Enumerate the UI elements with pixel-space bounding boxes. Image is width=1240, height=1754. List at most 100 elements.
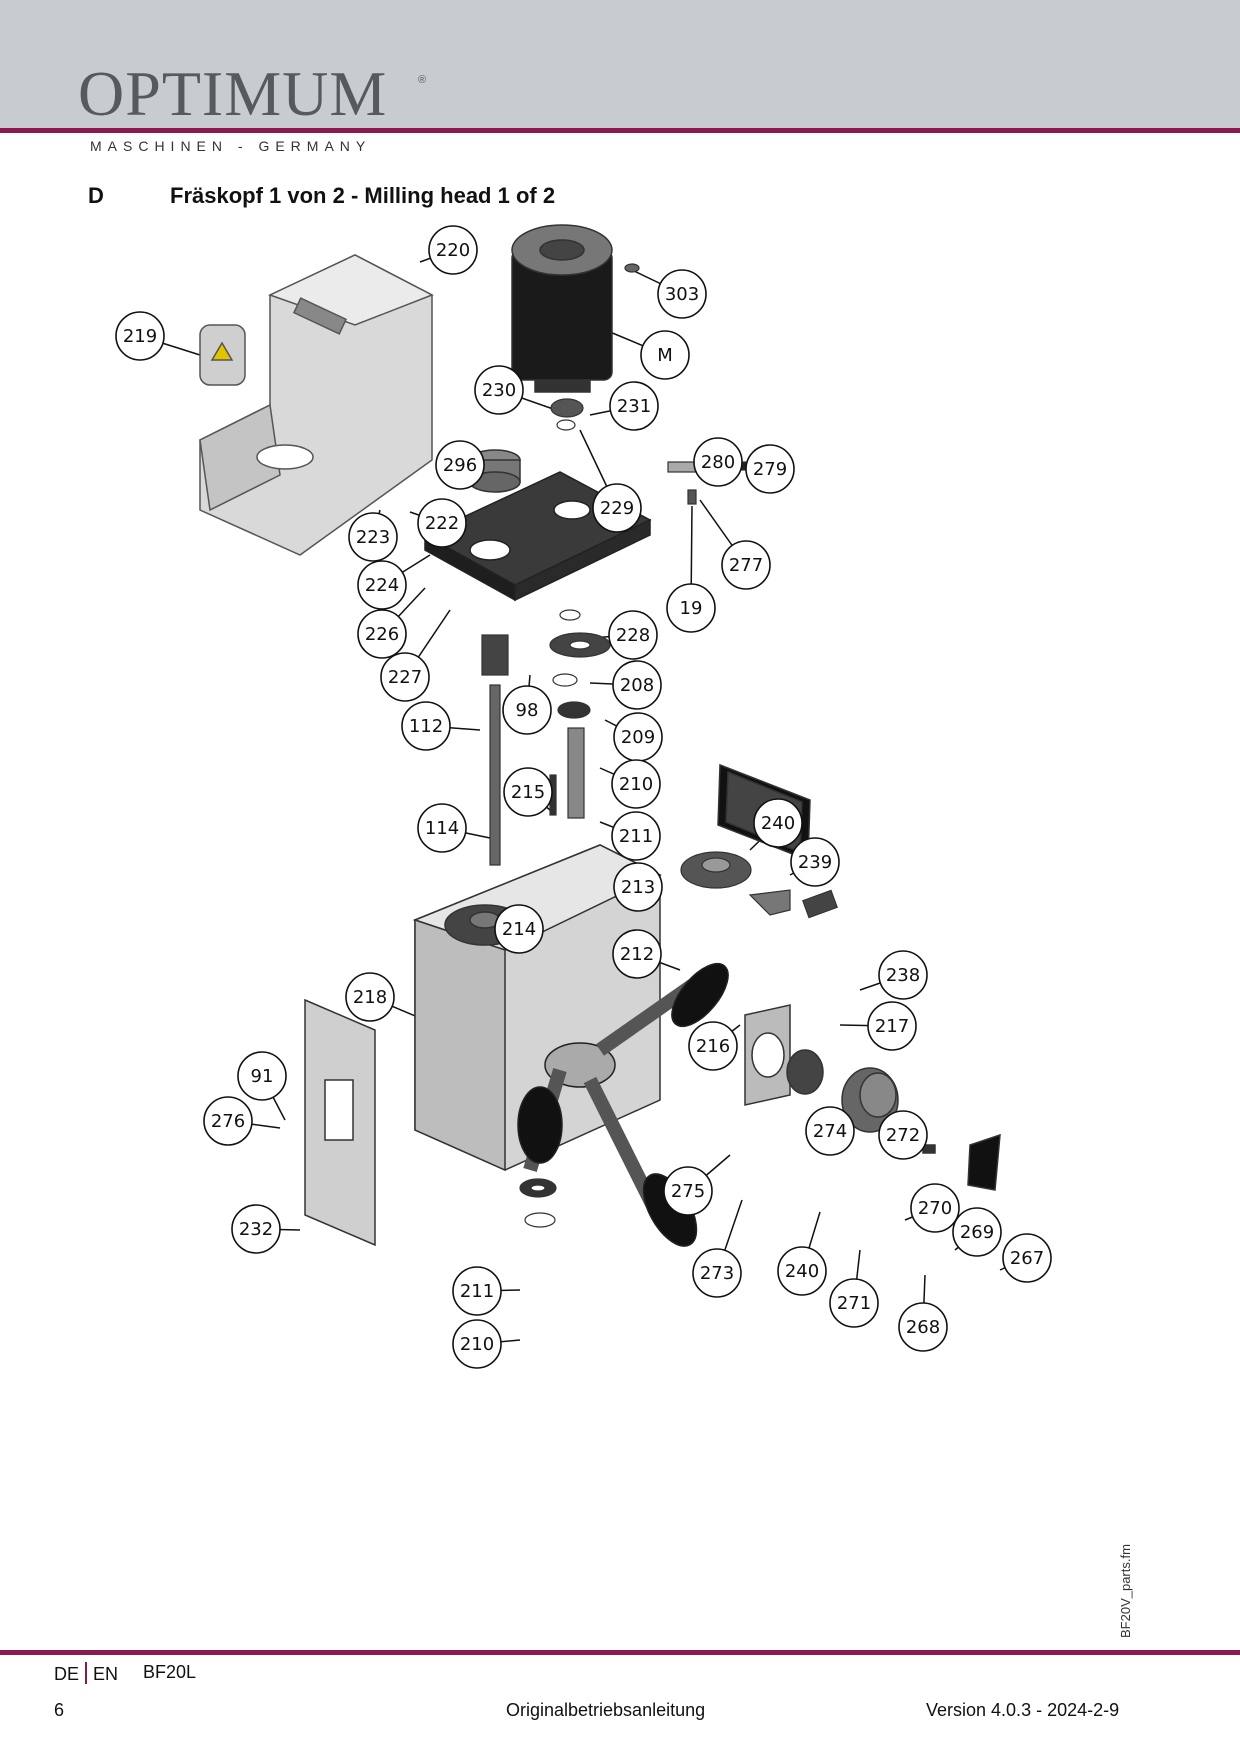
callout-label: 220 <box>436 240 470 261</box>
callout-label: 211 <box>460 1281 494 1302</box>
callout-circle <box>357 560 407 610</box>
callout-label: 212 <box>620 944 654 965</box>
callout-circle <box>878 1110 928 1160</box>
small-gear-assembly <box>550 263 640 431</box>
callout-label: 217 <box>875 1016 909 1037</box>
callout-label: 231 <box>617 396 651 417</box>
callout-label: 303 <box>665 284 699 305</box>
cover-housing <box>199 254 434 556</box>
part-callout: 296 <box>435 440 485 490</box>
part-callout: 217 <box>867 1001 917 1051</box>
section-title: Fräskopf 1 von 2 - Milling head 1 of 2 <box>170 183 556 208</box>
callout-circle <box>753 798 803 848</box>
callout-label: 271 <box>837 1293 871 1314</box>
part-callout: 303 <box>657 269 707 319</box>
warning-lamp <box>199 324 246 386</box>
callout-label: 218 <box>353 987 387 1008</box>
callout-label: 238 <box>886 965 920 986</box>
callout-circle <box>417 498 467 548</box>
callout-label: 272 <box>886 1125 920 1146</box>
callout-circle <box>1002 1233 1052 1283</box>
callout-circle <box>663 1166 713 1216</box>
callout-circle <box>692 1248 742 1298</box>
page-number: 6 <box>54 1700 65 1720</box>
part-callout: 230 <box>474 365 524 415</box>
callout-label: 223 <box>356 527 390 548</box>
callout-label: 98 <box>516 700 539 721</box>
part-callout: 267 <box>1002 1233 1052 1283</box>
part-callout: 218 <box>345 972 395 1022</box>
callout-circle <box>401 701 451 751</box>
callout-circle <box>898 1302 948 1352</box>
part-callout: 238 <box>878 950 928 1000</box>
version-info: Version 4.0.3 - 2024-2-9 <box>926 1700 1120 1720</box>
callout-label: 216 <box>696 1036 730 1057</box>
part-callout: 91 <box>237 1051 287 1101</box>
callout-circle <box>452 1266 502 1316</box>
callout-circle <box>878 950 928 1000</box>
callout-circle <box>348 512 398 562</box>
part-callout: 274 <box>805 1106 855 1156</box>
part-callout: 223 <box>348 512 398 562</box>
document-name: Originalbetriebsanleitung <box>506 1700 706 1720</box>
part-callout: 214 <box>494 904 544 954</box>
part-callout: 227 <box>380 652 430 702</box>
header-rule <box>0 128 1240 133</box>
callout-circle <box>666 583 716 633</box>
part-callout: 224 <box>357 560 407 610</box>
callout-label: 219 <box>123 326 157 347</box>
header-band <box>0 0 1240 128</box>
callout-label: 240 <box>761 813 795 834</box>
part-callout: 19 <box>666 583 716 633</box>
callout-circle <box>345 972 395 1022</box>
callout-label: 114 <box>425 818 459 839</box>
part-callout: 268 <box>898 1302 948 1352</box>
logo-registered-mark: ® <box>418 74 427 86</box>
part-callout: 220 <box>428 225 478 275</box>
callout-label: 268 <box>906 1317 940 1338</box>
callout-label: 211 <box>619 826 653 847</box>
part-callout: 228 <box>608 610 658 660</box>
lang-de: DE <box>54 1664 80 1684</box>
callout-label: 19 <box>680 598 703 619</box>
callout-circle <box>435 440 485 490</box>
callout-label: 229 <box>600 498 634 519</box>
part-callout: 279 <box>745 444 795 494</box>
part-callout: M <box>640 330 690 380</box>
part-callout: 98 <box>502 685 552 735</box>
section-letter: D <box>88 183 104 208</box>
part-callout: 226 <box>357 609 407 659</box>
callout-circle <box>657 269 707 319</box>
part-callout: 209 <box>613 712 663 762</box>
part-callout: 211 <box>611 811 661 861</box>
part-callout: 210 <box>452 1319 502 1369</box>
callout-label: 227 <box>388 667 422 688</box>
callout-circle <box>428 225 478 275</box>
callout-label: 269 <box>960 1222 994 1243</box>
bearing-and-ring <box>519 1178 557 1228</box>
callout-label: 239 <box>798 852 832 873</box>
callout-label: 296 <box>443 455 477 476</box>
callout-label: 226 <box>365 624 399 645</box>
part-callout: 112 <box>401 701 451 751</box>
callout-circle <box>910 1183 960 1233</box>
callout-label: M <box>657 345 673 366</box>
callout-circle <box>790 837 840 887</box>
callout-label: 267 <box>1010 1248 1044 1269</box>
part-callout: 270 <box>910 1183 960 1233</box>
dial-parts <box>680 851 838 919</box>
callout-circle <box>721 540 771 590</box>
callout-circle <box>380 652 430 702</box>
part-callout: 229 <box>592 483 642 533</box>
part-callout: 240 <box>753 798 803 848</box>
callout-circle <box>592 483 642 533</box>
callout-label: 210 <box>619 774 653 795</box>
callout-label: 210 <box>460 1334 494 1355</box>
callout-label: 277 <box>729 555 763 576</box>
footer-rule <box>0 1650 1240 1655</box>
callout-circle <box>745 444 795 494</box>
callout-circle <box>357 609 407 659</box>
part-callout: 212 <box>612 929 662 979</box>
